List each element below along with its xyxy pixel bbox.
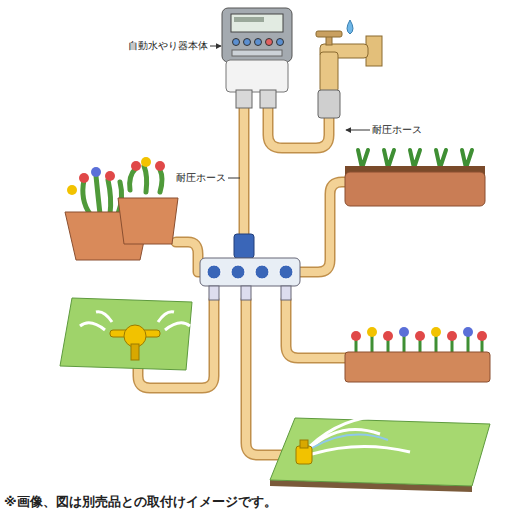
leader-line [346,130,370,131]
flower [141,157,151,167]
splitter-valve [279,265,293,279]
hose-outline [300,182,350,272]
device-outlet [236,90,252,108]
flower-pots [65,157,178,260]
faucet [316,20,382,118]
caption-note: ※画像、図は別売品との取付けイメージです。 [4,494,277,510]
flower [351,331,361,341]
flower [79,173,89,183]
flower [431,327,441,337]
splitter-body [200,258,300,286]
device-button [266,39,273,46]
flower [399,327,409,337]
flower [447,331,457,341]
timer-device [222,8,292,108]
flower-pot [118,198,178,244]
hose-label: 耐圧ホース [176,172,226,184]
device-button [277,39,284,46]
part-label: 自動水やり器本体 [128,40,208,52]
flower [367,327,377,337]
hose-fill [286,300,350,358]
hose-fill [300,182,350,272]
hose-outline [239,108,250,238]
device-inlet [260,90,276,108]
plant-leaves [83,176,122,214]
flower [67,185,77,195]
planter-box [345,172,485,206]
hose-outline [176,242,202,272]
water-drop [347,20,353,34]
water-spray [312,435,388,448]
faucet-spout [320,52,338,92]
splitter-valve [231,265,245,279]
device-button [233,39,240,46]
device-top [222,8,292,62]
four-way-splitter [200,234,300,300]
faucet-handle [316,31,342,37]
splitter-valve [207,265,221,279]
leader-lines [210,46,370,178]
splitter-outlet [281,286,291,300]
flower [383,331,393,341]
hose-fill [176,242,202,272]
lawn-sprinkler [60,298,192,370]
leader-line [210,46,221,47]
device-body [226,60,288,92]
flower-bed [345,327,490,382]
flower [415,331,425,341]
device-panel [232,50,282,56]
splitter-outlet [241,286,251,300]
screen-digits [234,17,264,22]
hose-fill [240,108,248,238]
lawn-sprinkler [270,417,490,492]
device-button [255,39,262,46]
flower [155,161,165,171]
splitter-outlet [209,286,219,300]
leader-line [228,178,240,179]
flower-bed-box [345,352,490,382]
sprinkler-nozzle [300,440,308,448]
hose-label: 耐圧ホース [372,124,422,136]
flower [477,331,487,341]
flower [131,161,141,171]
sprinkler-head [296,446,312,464]
flower [91,167,101,177]
vegetable-planter [345,150,485,206]
sprinkler-base [131,344,139,360]
hose-outline [286,300,350,358]
flower [105,171,115,181]
water-spray [308,417,410,454]
vegetable-leaves [358,150,472,168]
lawn [270,418,490,486]
faucet-connector [318,90,340,118]
splitter-inlet [234,234,254,258]
splitter-valve [255,265,269,279]
device-screen [231,14,283,32]
hose [138,108,350,455]
lawn [60,298,192,370]
flower [463,327,473,337]
device-button [244,39,251,46]
